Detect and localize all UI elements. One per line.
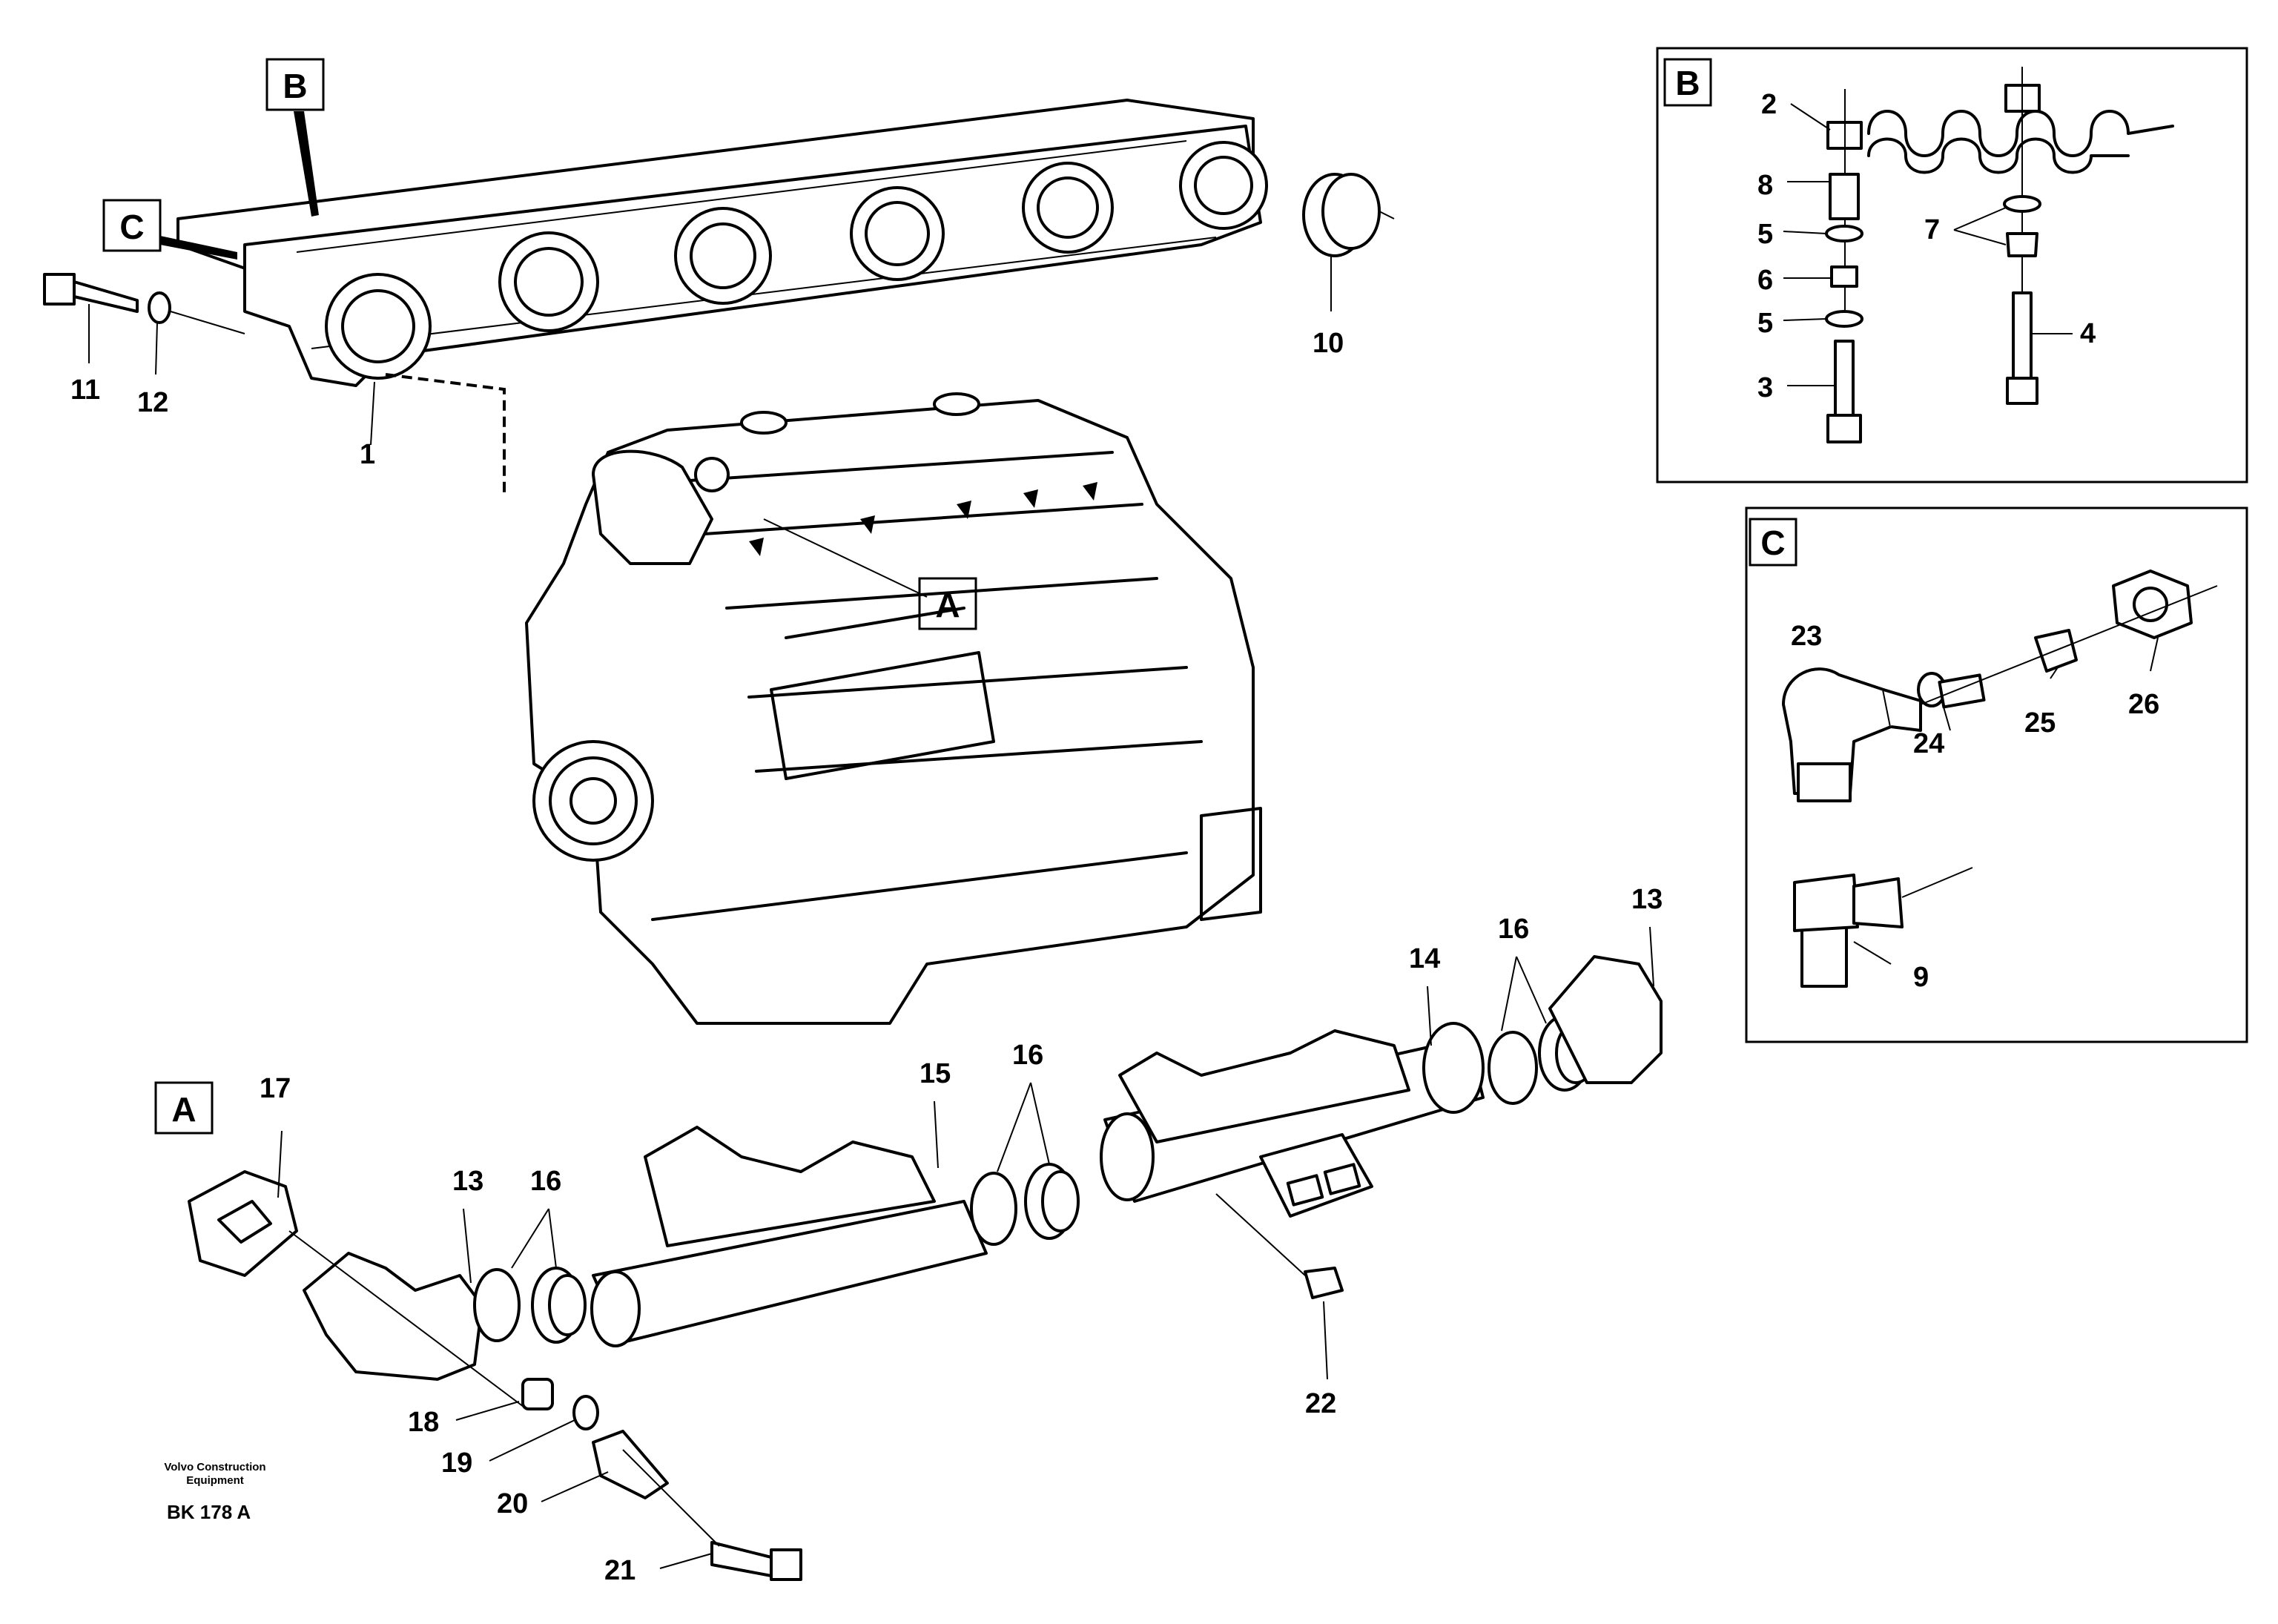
footer-reference-code: BK 178 A bbox=[167, 1501, 251, 1523]
callout-1: 1 bbox=[360, 439, 375, 470]
callout-11: 11 bbox=[70, 374, 100, 406]
callout-16-right: 16 bbox=[1498, 914, 1529, 945]
callout-5a: 5 bbox=[1757, 219, 1773, 250]
detail-c-panel: C 23 24 25 26 9 bbox=[1745, 506, 2248, 1043]
callout-8: 8 bbox=[1757, 170, 1773, 201]
callout-16-middle: 16 bbox=[1012, 1040, 1043, 1071]
callout-9: 9 bbox=[1913, 962, 1929, 993]
label-b-detail: B bbox=[1675, 64, 1700, 102]
callout-23: 23 bbox=[1791, 621, 1822, 652]
inlet-manifold-drawing bbox=[43, 99, 1395, 497]
label-b-main: B bbox=[283, 67, 307, 105]
footer-reference: Volvo Construction Equipment BK 178 A bbox=[164, 1461, 265, 1523]
callout-7: 7 bbox=[1924, 214, 1940, 245]
callout-13-left: 13 bbox=[452, 1166, 483, 1197]
callout-13-right: 13 bbox=[1631, 884, 1663, 915]
callout-17: 17 bbox=[260, 1073, 291, 1104]
callout-22: 22 bbox=[1305, 1388, 1336, 1419]
label-c-detail: C bbox=[1760, 524, 1785, 562]
callout-24: 24 bbox=[1913, 728, 1944, 759]
exhaust-manifold-drawing bbox=[188, 955, 1663, 1581]
callout-20: 20 bbox=[497, 1488, 528, 1519]
callout-4: 4 bbox=[2080, 318, 2096, 349]
callout-16-left: 16 bbox=[530, 1166, 561, 1197]
callout-14: 14 bbox=[1409, 943, 1440, 974]
footer-company-line2: Equipment bbox=[186, 1474, 244, 1487]
callout-25: 25 bbox=[2024, 707, 2056, 739]
main-callouts: 1 10 11 12 17 13 16 15 16 14 16 13 22 18… bbox=[70, 256, 1663, 1586]
callout-6: 6 bbox=[1757, 265, 1773, 296]
main-section-labels: B C A A bbox=[102, 58, 977, 1135]
manifold-ports bbox=[325, 141, 1268, 380]
callout-15: 15 bbox=[920, 1058, 951, 1089]
callout-10: 10 bbox=[1313, 328, 1344, 359]
callout-18: 18 bbox=[408, 1407, 439, 1438]
callout-21: 21 bbox=[604, 1555, 635, 1586]
callout-19: 19 bbox=[441, 1448, 472, 1479]
label-a-engine: A bbox=[935, 586, 960, 624]
callout-26: 26 bbox=[2128, 689, 2159, 720]
callout-3: 3 bbox=[1757, 372, 1773, 403]
footer-company-line1: Volvo Construction bbox=[164, 1461, 265, 1473]
label-a-exhaust: A bbox=[171, 1090, 196, 1129]
callout-12: 12 bbox=[137, 387, 168, 418]
callout-5b: 5 bbox=[1757, 308, 1773, 339]
engine-block-drawing bbox=[525, 392, 1262, 1025]
label-c-main: C bbox=[119, 208, 144, 246]
detail-b-panel: B 2 8 5 6 5 3 7 4 bbox=[1656, 47, 2248, 483]
callout-2: 2 bbox=[1761, 89, 1777, 120]
